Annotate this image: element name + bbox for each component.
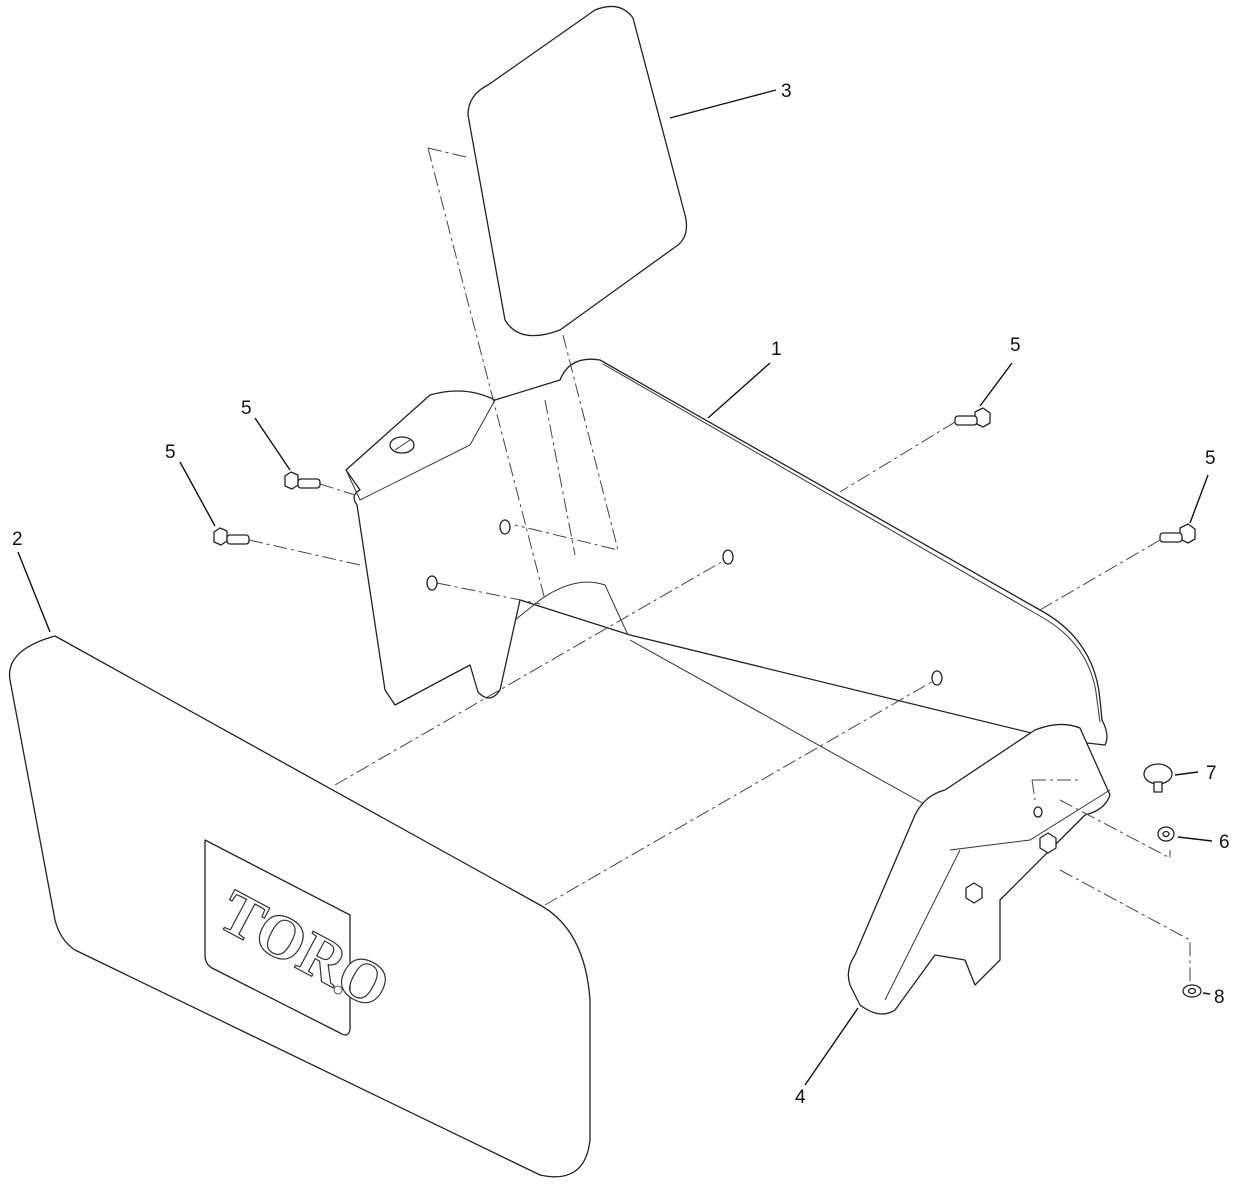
callout-8: 8 bbox=[1214, 987, 1225, 1008]
bolt-lower-left bbox=[213, 527, 250, 546]
bolt-upper-right bbox=[954, 407, 991, 428]
callout-5-upper-right: 5 bbox=[1010, 335, 1021, 356]
nut-8 bbox=[1182, 984, 1202, 998]
part-3-top-flap bbox=[467, 5, 688, 337]
callout-5-right: 5 bbox=[1205, 448, 1216, 469]
callout-1: 1 bbox=[771, 339, 782, 360]
part-2-front-panel: TORO bbox=[8, 635, 591, 1178]
callout-2: 2 bbox=[12, 529, 23, 550]
callout-5-lower-left: 5 bbox=[165, 442, 176, 463]
callout-labels: 1 2 3 4 5 5 5 5 6 7 8 bbox=[12, 81, 1230, 1108]
callout-5-upper-left: 5 bbox=[241, 398, 252, 419]
bolt-upper-left bbox=[284, 471, 321, 490]
callout-7: 7 bbox=[1206, 763, 1217, 784]
callout-3: 3 bbox=[781, 81, 792, 102]
leader-lines bbox=[17, 89, 1213, 1086]
washer-6 bbox=[1157, 826, 1175, 842]
callout-6: 6 bbox=[1219, 832, 1230, 853]
part-4-side-bracket bbox=[847, 723, 1111, 1015]
callout-4: 4 bbox=[795, 1087, 806, 1108]
bolt-right bbox=[1159, 523, 1196, 544]
assembly-center-lines bbox=[248, 147, 1191, 985]
part-1-main-bracket bbox=[345, 358, 1108, 811]
knob-7 bbox=[1143, 763, 1173, 793]
